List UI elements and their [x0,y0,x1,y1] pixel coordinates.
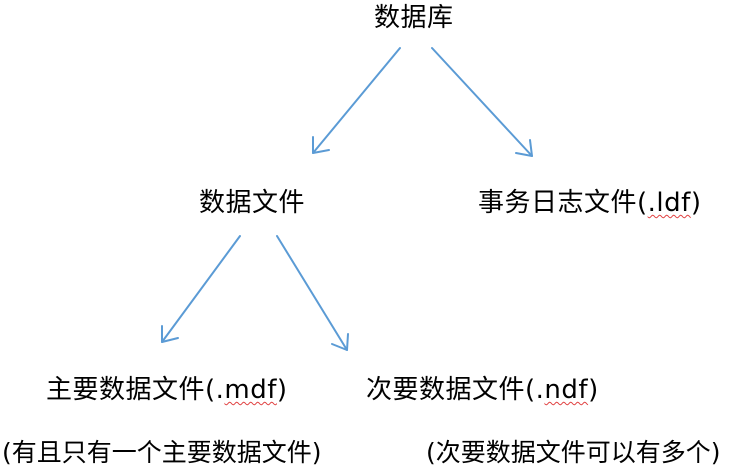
primary-data-file-node: 主要数据文件(.mdf) [46,375,288,405]
database-node: 数据库 [374,3,454,33]
transaction-log-node: 事务日志文件(.ldf) [478,188,701,218]
secondary-data-file-node: 次要数据文件(.ndf) [366,375,599,405]
arrow-database-to-data-files [312,47,401,154]
secondary-data-file-suffix: ) [588,375,599,405]
secondary-data-file-note: (次要数据文件可以有多个) [426,438,721,467]
transaction-log-prefix: 事务日志文件( [478,188,648,218]
database-label: 数据库 [374,3,454,33]
primary-data-file-suffix: ) [276,375,288,405]
arrow-data-files-to-secondary [276,235,349,351]
primary-data-file-ext: mdf [224,375,277,405]
transaction-log-ext: .ldf [647,188,691,218]
arrow-database-to-transaction-log [431,47,533,157]
data-files-node: 数据文件 [199,188,305,218]
data-files-label: 数据文件 [199,188,306,218]
primary-data-file-prefix: 主要数据文件(. [46,375,225,405]
secondary-data-file-ext: ndf [544,375,589,405]
arrow-data-files-to-primary [161,235,241,343]
transaction-log-suffix: ) [690,188,702,218]
secondary-data-file-prefix: 次要数据文件(. [366,375,545,405]
primary-data-file-note: (有且只有一个主要数据文件) [2,438,322,467]
